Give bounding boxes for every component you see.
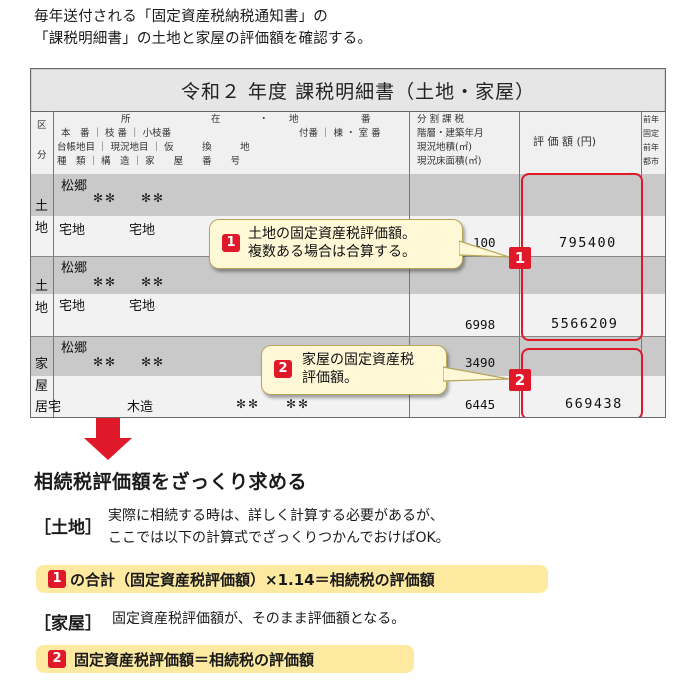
- house-label: ［家屋］: [34, 614, 102, 634]
- row1-kubun-bottom: 地: [35, 221, 49, 236]
- row2-mask-1: ✻✻: [93, 275, 118, 289]
- intro-text: 毎年送付される「固定資産税納税通知書」の 「課税明細書」の土地と家屋の評価額を確…: [34, 6, 372, 50]
- row2-kubun-top: 土: [35, 279, 49, 294]
- header-value: 評 価 額 (円): [533, 135, 597, 148]
- row2-chimoku-1: 宅地: [59, 299, 86, 314]
- callout-house-line-1: 家屋の固定資産税: [302, 352, 414, 368]
- row2-mask-2: ✻✻: [141, 275, 166, 289]
- header-area-4: 現況床面積(㎡): [417, 156, 482, 167]
- row2-area: 6998: [465, 317, 496, 332]
- land-formula-badge: 1: [48, 570, 66, 588]
- row3-area-top: 3490: [465, 355, 496, 370]
- row3-location: 松郷: [61, 341, 88, 356]
- row1-mask-1: ✻✻: [93, 191, 118, 205]
- row2-value: 5566209: [551, 316, 619, 332]
- callout-land-line-1: 土地の固定資産税評価額。: [248, 226, 416, 242]
- callout-house: 2 家屋の固定資産税 評価額。: [261, 345, 447, 395]
- row1-area: 100: [473, 235, 496, 250]
- row3-mask-2: ✻✻: [141, 355, 166, 369]
- header-loc-5: 番: [361, 114, 371, 125]
- header-area-2: 階層・建築年月: [417, 128, 484, 139]
- header-kubun-bottom: 分: [37, 150, 47, 161]
- header-row-4: 種 類 ｜ 構 造 ｜ 家 屋 番 号: [57, 156, 241, 167]
- header-right-3: 前年: [643, 143, 659, 152]
- row1-kubun-top: 土: [35, 199, 49, 214]
- statement-header: 区 分 所 在 ・ 地 番 本 番 ｜ 枝 番 ｜ 小枝番 付番 ｜ 棟 ・ 室…: [31, 111, 665, 175]
- row3-kubun-bottom: 屋: [35, 379, 49, 394]
- header-right-2: 固定: [643, 129, 659, 138]
- header-right-1: 前年: [643, 115, 659, 124]
- house-formula-text: 固定資産税評価額＝相続税の評価額: [74, 651, 315, 669]
- callout-land-pointer: [459, 240, 510, 258]
- row-band: [31, 174, 665, 216]
- row1-chimoku-2: 宅地: [129, 223, 156, 238]
- down-arrow-icon: [84, 418, 132, 460]
- callout-land: 1 土地の固定資産税評価額。 複数ある場合は合算する。: [209, 219, 463, 269]
- callout-land-badge: 1: [222, 234, 240, 252]
- callout-house-badge: 2: [274, 360, 292, 378]
- header-area-1: 分 割 課 税: [417, 114, 465, 125]
- statement-title: 令和２ 年度 課税明細書（土地・家屋）: [181, 81, 536, 103]
- row3-chimoku-1: 居宅: [35, 400, 62, 415]
- row2-chimoku-2: 宅地: [129, 299, 156, 314]
- row3-value: 669438: [565, 396, 623, 412]
- row3-kubun-top: 家: [35, 357, 49, 372]
- row3-mask-1: ✻✻: [93, 355, 118, 369]
- row1-chimoku-1: 宅地: [59, 223, 86, 238]
- row3-chimoku-2: 木造: [127, 400, 154, 415]
- row1-location: 松郷: [61, 179, 88, 194]
- header-loc-4: 地: [289, 114, 299, 125]
- marker-2-badge: 2: [509, 369, 531, 391]
- header-loc-1: 所: [121, 114, 131, 125]
- land-label: ［土地］: [34, 518, 102, 538]
- header-row-3: 台帳地目 ｜ 現況地目 ｜ 仮 換 地: [57, 142, 250, 153]
- intro-line-1: 毎年送付される「固定資産税納税通知書」の: [34, 9, 328, 25]
- header-row-2: 本 番 ｜ 枝 番 ｜ 小枝番: [61, 128, 172, 139]
- header-area-3: 現況地積(㎡): [417, 142, 472, 153]
- house-formula: 2 固定資産税評価額＝相続税の評価額: [36, 645, 414, 673]
- marker-1-badge: 1: [509, 247, 531, 269]
- header-loc-3: ・: [259, 114, 269, 125]
- row2-kubun-bottom: 地: [35, 301, 49, 316]
- grid-line: [53, 111, 54, 417]
- grid-line: [31, 336, 665, 337]
- callout-house-line-2: 評価額。: [302, 370, 358, 386]
- row2-location: 松郷: [61, 261, 88, 276]
- land-text-2: ここでは以下の計算式でざっくりつかんでおけばOK。: [108, 530, 450, 546]
- house-formula-badge: 2: [48, 650, 66, 668]
- header-row-2b: 付番 ｜ 棟 ・ 室 番: [299, 128, 381, 139]
- land-text-1: 実際に相続する時は、詳しく計算する必要があるが、: [108, 508, 444, 524]
- row1-mask-2: ✻✻: [141, 191, 166, 205]
- header-kubun-top: 区: [37, 120, 47, 131]
- intro-line-2: 「課税明細書」の土地と家屋の評価額を確認する。: [34, 31, 373, 47]
- land-value-highlight: [521, 173, 643, 341]
- row3-mask-3: ✻✻: [236, 397, 261, 411]
- callout-house-pointer: [443, 366, 510, 382]
- row3-area: 6445: [465, 397, 496, 412]
- house-text: 固定資産税評価額が、そのまま評価額となる。: [112, 611, 406, 627]
- tax-statement-image: 令和２ 年度 課税明細書（土地・家屋） 区 分 所 在 ・ 地 番 本 番 ｜ …: [30, 68, 666, 418]
- row3-mask-4: ✻✻: [286, 397, 311, 411]
- land-formula: 1 の合計（固定資産税評価額）×1.14＝相続税の評価額: [36, 565, 548, 593]
- house-value-highlight: [521, 348, 643, 417]
- header-right-4: 都市: [643, 157, 659, 166]
- callout-land-line-2: 複数ある場合は合算する。: [248, 244, 416, 260]
- section-heading: 相続税評価額をざっくり求める: [34, 471, 308, 493]
- row-band: [31, 294, 665, 336]
- row1-value: 795400: [559, 235, 617, 251]
- land-formula-text: の合計（固定資産税評価額）×1.14＝相続税の評価額: [70, 571, 435, 589]
- header-loc-2: 在: [211, 114, 221, 125]
